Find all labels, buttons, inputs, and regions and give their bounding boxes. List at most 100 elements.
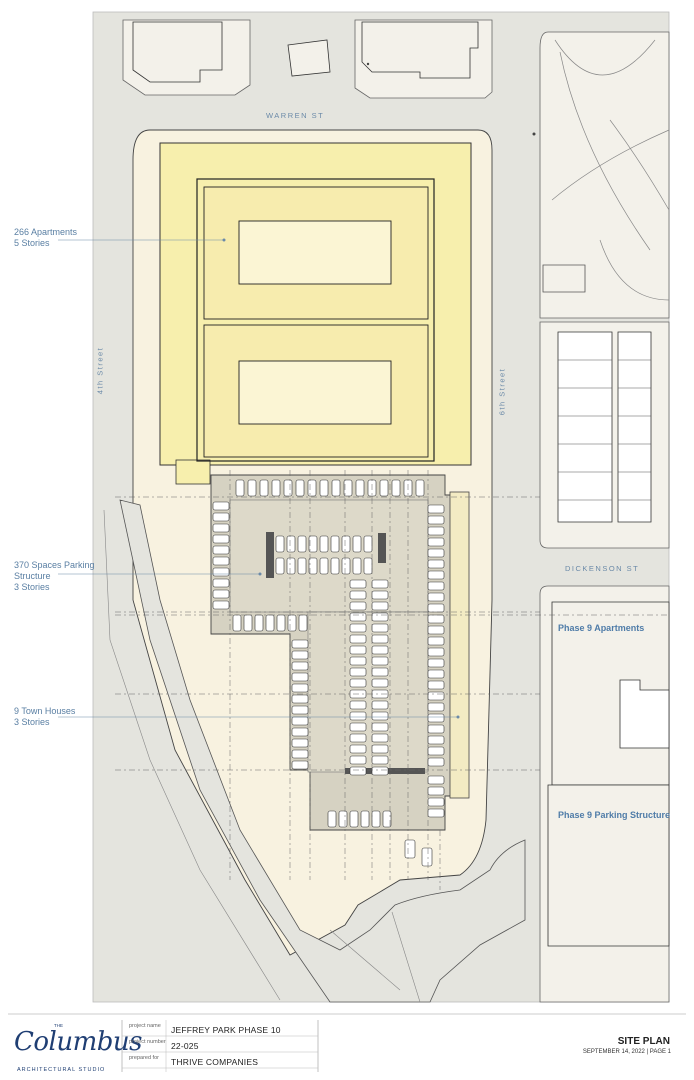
parking-stall <box>291 760 309 770</box>
dashed-grid-lines <box>115 470 669 890</box>
parking-ramp <box>266 532 274 578</box>
parking-stall <box>212 578 230 588</box>
parking-stall <box>363 557 373 575</box>
parking-stall <box>349 579 367 589</box>
phase9-apartments-label: Phase 9 Apartments <box>558 623 645 633</box>
parking-stall <box>349 755 367 765</box>
parking-stall <box>286 535 296 553</box>
parking-stall <box>427 515 445 525</box>
parking-stall <box>212 501 230 511</box>
parking-stall <box>427 581 445 591</box>
callout-parking-line2: Structure <box>14 571 51 581</box>
parking-stall <box>307 479 317 497</box>
parking-stall <box>427 775 445 785</box>
parking-stall <box>349 623 367 633</box>
parking-stall <box>427 746 445 756</box>
parking-stall <box>371 733 389 743</box>
park-small-structure <box>542 264 586 293</box>
parking-stall <box>291 661 309 671</box>
parking-stall <box>371 645 389 655</box>
parking-stall <box>235 479 245 497</box>
parking-stall <box>391 479 401 497</box>
parking-stall <box>276 614 286 632</box>
parking-stall <box>371 755 389 765</box>
parking-stall <box>212 556 230 566</box>
parking-stall <box>371 678 389 688</box>
parking-stall <box>371 601 389 611</box>
parking-stall <box>212 512 230 522</box>
townhouses-leader-dot <box>456 715 460 719</box>
callout-parking-line1: 370 Spaces Parking <box>14 560 95 570</box>
project-number-value: 22-025 <box>171 1041 199 1051</box>
parking-stall <box>349 667 367 677</box>
site-plan-drawing <box>58 11 670 1003</box>
parking-stall <box>349 645 367 655</box>
parking-stall <box>427 526 445 536</box>
parking-stall <box>427 797 445 807</box>
parking-stall <box>295 479 305 497</box>
parking-leader-dot <box>258 572 262 576</box>
lower-access-road <box>119 499 526 1003</box>
parking-stall <box>330 535 340 553</box>
neighbor-parcel-top-left <box>122 19 251 96</box>
parking-stall <box>287 614 297 632</box>
parking-stall <box>341 557 351 575</box>
parking-stall <box>271 479 281 497</box>
parking-stall <box>382 810 392 828</box>
parking-inner-deck-a <box>229 499 429 613</box>
parking-stall <box>427 786 445 796</box>
parking-stall <box>319 479 329 497</box>
parking-stall <box>371 612 389 622</box>
project-number-key: project number <box>129 1039 166 1045</box>
parking-stall <box>212 600 230 610</box>
sheet-title: SITE PLAN <box>617 1036 670 1047</box>
parking-stall <box>349 810 359 828</box>
parking-stall <box>427 724 445 734</box>
parking-stall <box>291 738 309 748</box>
parking-stall <box>291 672 309 682</box>
parking-stall <box>371 810 381 828</box>
phase9-apartments-courtyard <box>619 679 670 749</box>
parking-stall <box>349 711 367 721</box>
parking-stall <box>371 766 389 776</box>
parking-stall <box>421 847 433 867</box>
project-name-value: JEFFREY PARK PHASE 10 <box>171 1025 281 1035</box>
parking-stall <box>308 557 318 575</box>
parking-stall <box>427 548 445 558</box>
neighbor-building-top-right <box>361 21 479 79</box>
parking-stalls <box>212 479 445 867</box>
parking-stall <box>427 691 445 701</box>
parking-stall <box>254 614 264 632</box>
parking-stall <box>291 716 309 726</box>
studio-logo: Columbus <box>14 1027 143 1057</box>
street-label-6th: 6th Street <box>497 367 507 416</box>
parking-stall <box>232 614 242 632</box>
apartment-podium-edge <box>175 459 211 485</box>
parking-stall <box>291 749 309 759</box>
parking-stall <box>349 590 367 600</box>
parking-stall <box>212 545 230 555</box>
callout-parking-line3: 3 Stories <box>14 582 50 592</box>
parking-stall <box>427 559 445 569</box>
parking-stall <box>212 589 230 599</box>
neighbor-small-building <box>287 39 331 77</box>
parking-stall <box>427 570 445 580</box>
parking-stall <box>291 639 309 649</box>
parking-stall <box>308 535 318 553</box>
parking-stall <box>259 479 269 497</box>
callout-townhouses-line1: 9 Town Houses <box>14 706 76 716</box>
parking-stall <box>349 601 367 611</box>
title-block <box>8 1013 686 1072</box>
parking-ramp-2 <box>378 533 386 563</box>
neighbor-townhouse-block-a <box>557 331 613 523</box>
parking-stall <box>371 744 389 754</box>
parking-stall <box>352 535 362 553</box>
parking-stall <box>360 810 370 828</box>
callout-apartments-line2: 5 Stories <box>14 238 50 248</box>
parking-stall <box>291 650 309 660</box>
parking-stall <box>330 557 340 575</box>
parking-stall <box>331 479 341 497</box>
parking-stall <box>338 810 348 828</box>
callout-apartments-line1: 266 Apartments <box>14 227 78 237</box>
neighbor-townhouse-block-b <box>617 331 652 523</box>
